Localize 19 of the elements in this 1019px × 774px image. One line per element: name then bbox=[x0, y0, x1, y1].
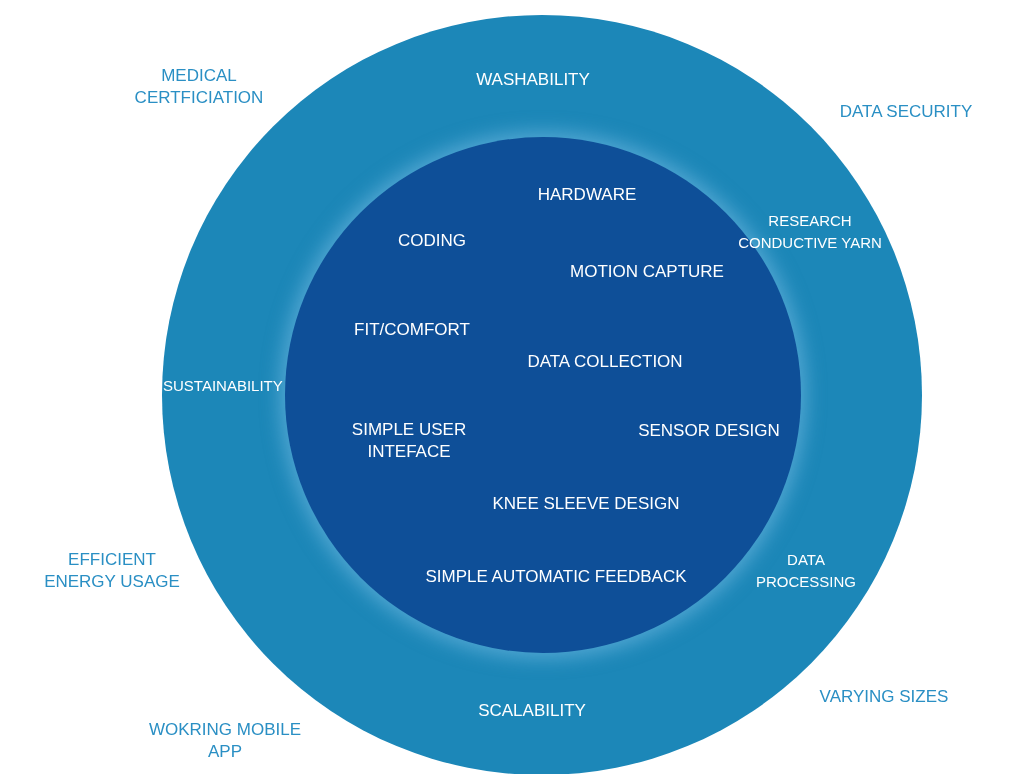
region-label: MOTION CAPTURE bbox=[569, 261, 725, 283]
region-label: WASHABILITY bbox=[475, 69, 591, 91]
region-label: KNEE SLEEVE DESIGN bbox=[491, 493, 681, 515]
region-label: RESEARCH CONDUCTIVE YARN bbox=[737, 211, 883, 253]
region-label: SIMPLE AUTOMATIC FEEDBACK bbox=[424, 566, 688, 588]
outside-label: VARYING SIZES bbox=[818, 686, 950, 708]
outside-label: WOKRING MOBILE APP bbox=[147, 719, 303, 763]
region-label: SUSTAINABILITY bbox=[163, 376, 281, 396]
region-label: DATA COLLECTION bbox=[526, 351, 684, 373]
region-label: SENSOR DESIGN bbox=[637, 420, 781, 442]
region-label: HARDWARE bbox=[536, 184, 638, 206]
region-label: SIMPLE USER INTEFACE bbox=[350, 419, 468, 463]
region-label: SCALABILITY bbox=[477, 700, 587, 722]
outside-label: EFFICIENT ENERGY USAGE bbox=[43, 549, 181, 593]
region-label: FIT/COMFORT bbox=[353, 319, 471, 341]
outside-label: MEDICAL CERTFICIATION bbox=[133, 65, 265, 109]
region-label: CODING bbox=[397, 230, 467, 252]
outside-label: DATA SECURITY bbox=[838, 101, 974, 123]
region-label: DATA PROCESSING bbox=[755, 550, 857, 592]
